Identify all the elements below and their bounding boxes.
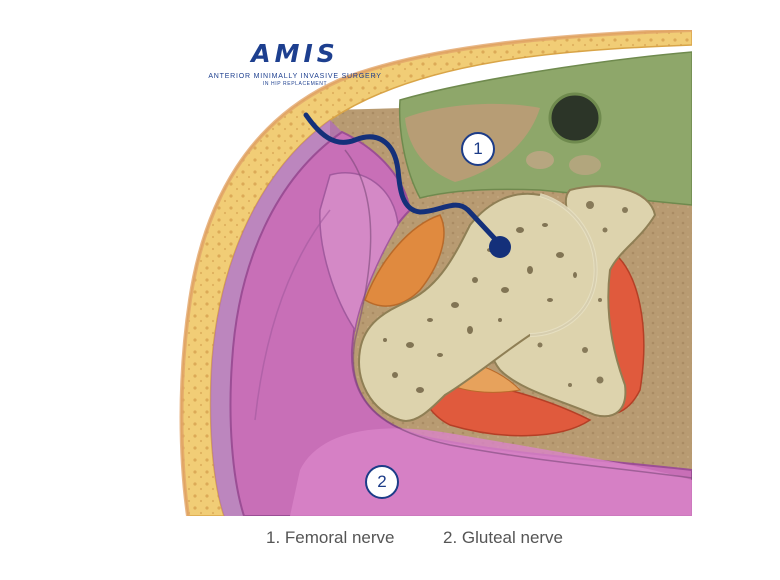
logo-subtagline: IN HIP REPLACEMENT: [262, 81, 328, 87]
legend-item-gluteal-nerve: 2. Gluteal nerve: [443, 528, 564, 547]
logo-tagline: ANTERIOR MINIMALLY INVASIVE SURGERY: [208, 73, 382, 80]
deep-fascia-line: [344, 149, 692, 479]
femoral-head: [358, 192, 598, 422]
subcutaneous-fat-layer: [179, 30, 692, 516]
marker-1-femoral-nerve: 1: [461, 132, 495, 166]
anterior-muscle-group: [398, 51, 692, 206]
approach-path: [303, 112, 499, 243]
approach-target-dot: [489, 236, 511, 258]
marker-2-gluteal-nerve: 2: [365, 465, 399, 499]
legend-item-femoral-nerve: 1. Femoral nerve: [266, 528, 395, 547]
logo-wordmark: AMIS: [251, 39, 339, 68]
amis-logo: AMIS ANTERIOR MINIMALLY INVASIVE SURGERY…: [190, 40, 400, 88]
